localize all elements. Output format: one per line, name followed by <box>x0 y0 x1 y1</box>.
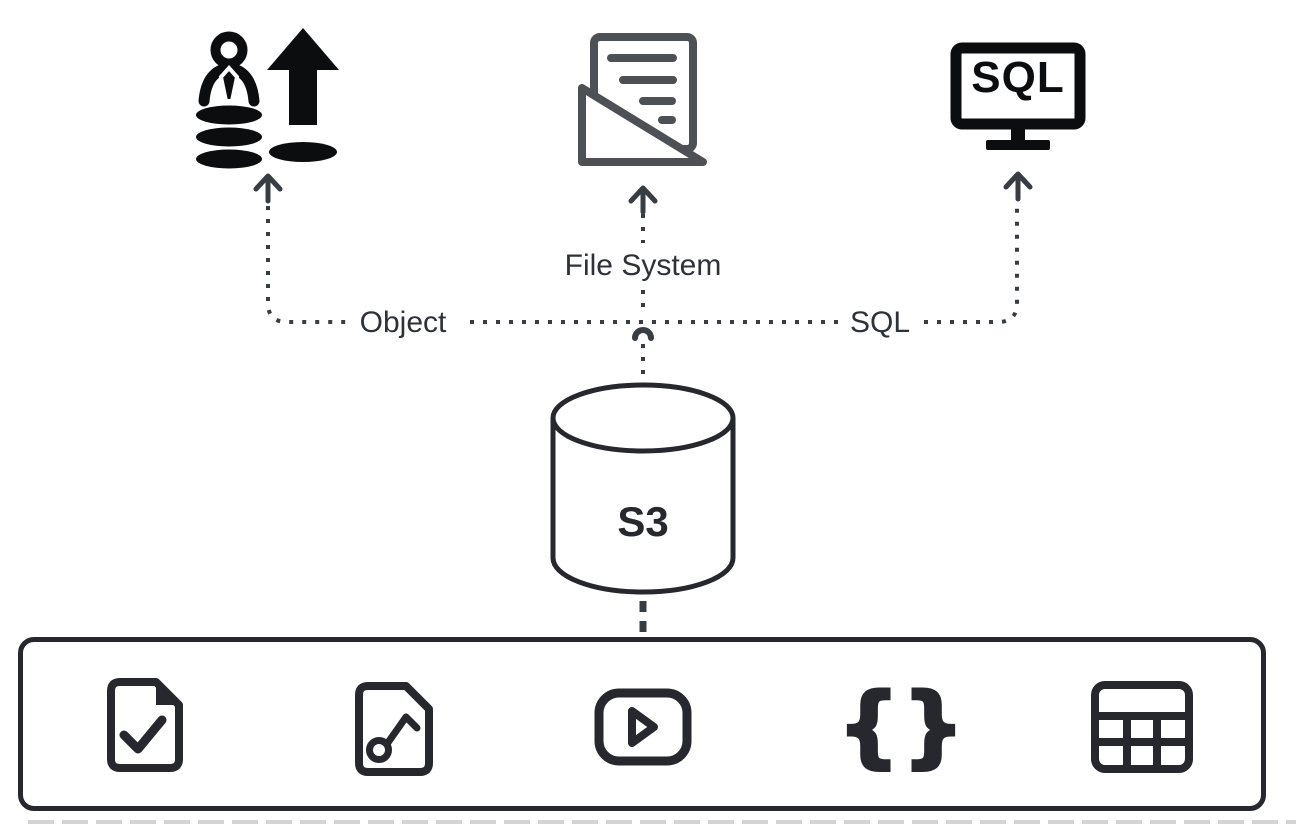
left-brace: { <box>836 674 902 777</box>
arrow-up-left <box>253 173 283 204</box>
s3-label: S3 <box>617 498 669 545</box>
sql-monitor-icon <box>950 42 1086 150</box>
dotted-branch-sql <box>924 202 1019 324</box>
video-play-icon <box>594 688 692 766</box>
file-system-icon <box>578 33 707 166</box>
s3-cylinder-icon <box>550 382 736 595</box>
code-gear-icon: { } <box>836 680 966 772</box>
database-user-upload-icon <box>196 28 339 169</box>
sql-monitor-screen-text: SQL <box>971 53 1065 102</box>
check-file-icon <box>107 678 183 772</box>
right-brace: } <box>901 674 967 777</box>
file-system-label: File System <box>564 249 722 282</box>
arrow-up-center <box>628 185 658 215</box>
object-label: Object <box>359 306 447 339</box>
bottom-edge-divider <box>28 820 1296 824</box>
arrow-up-right <box>1003 171 1033 202</box>
table-icon <box>1091 681 1193 773</box>
line-hop-mark <box>632 327 654 341</box>
sql-label: SQL <box>849 306 911 339</box>
audio-file-icon <box>355 682 433 776</box>
dotted-branch-object <box>266 206 347 324</box>
